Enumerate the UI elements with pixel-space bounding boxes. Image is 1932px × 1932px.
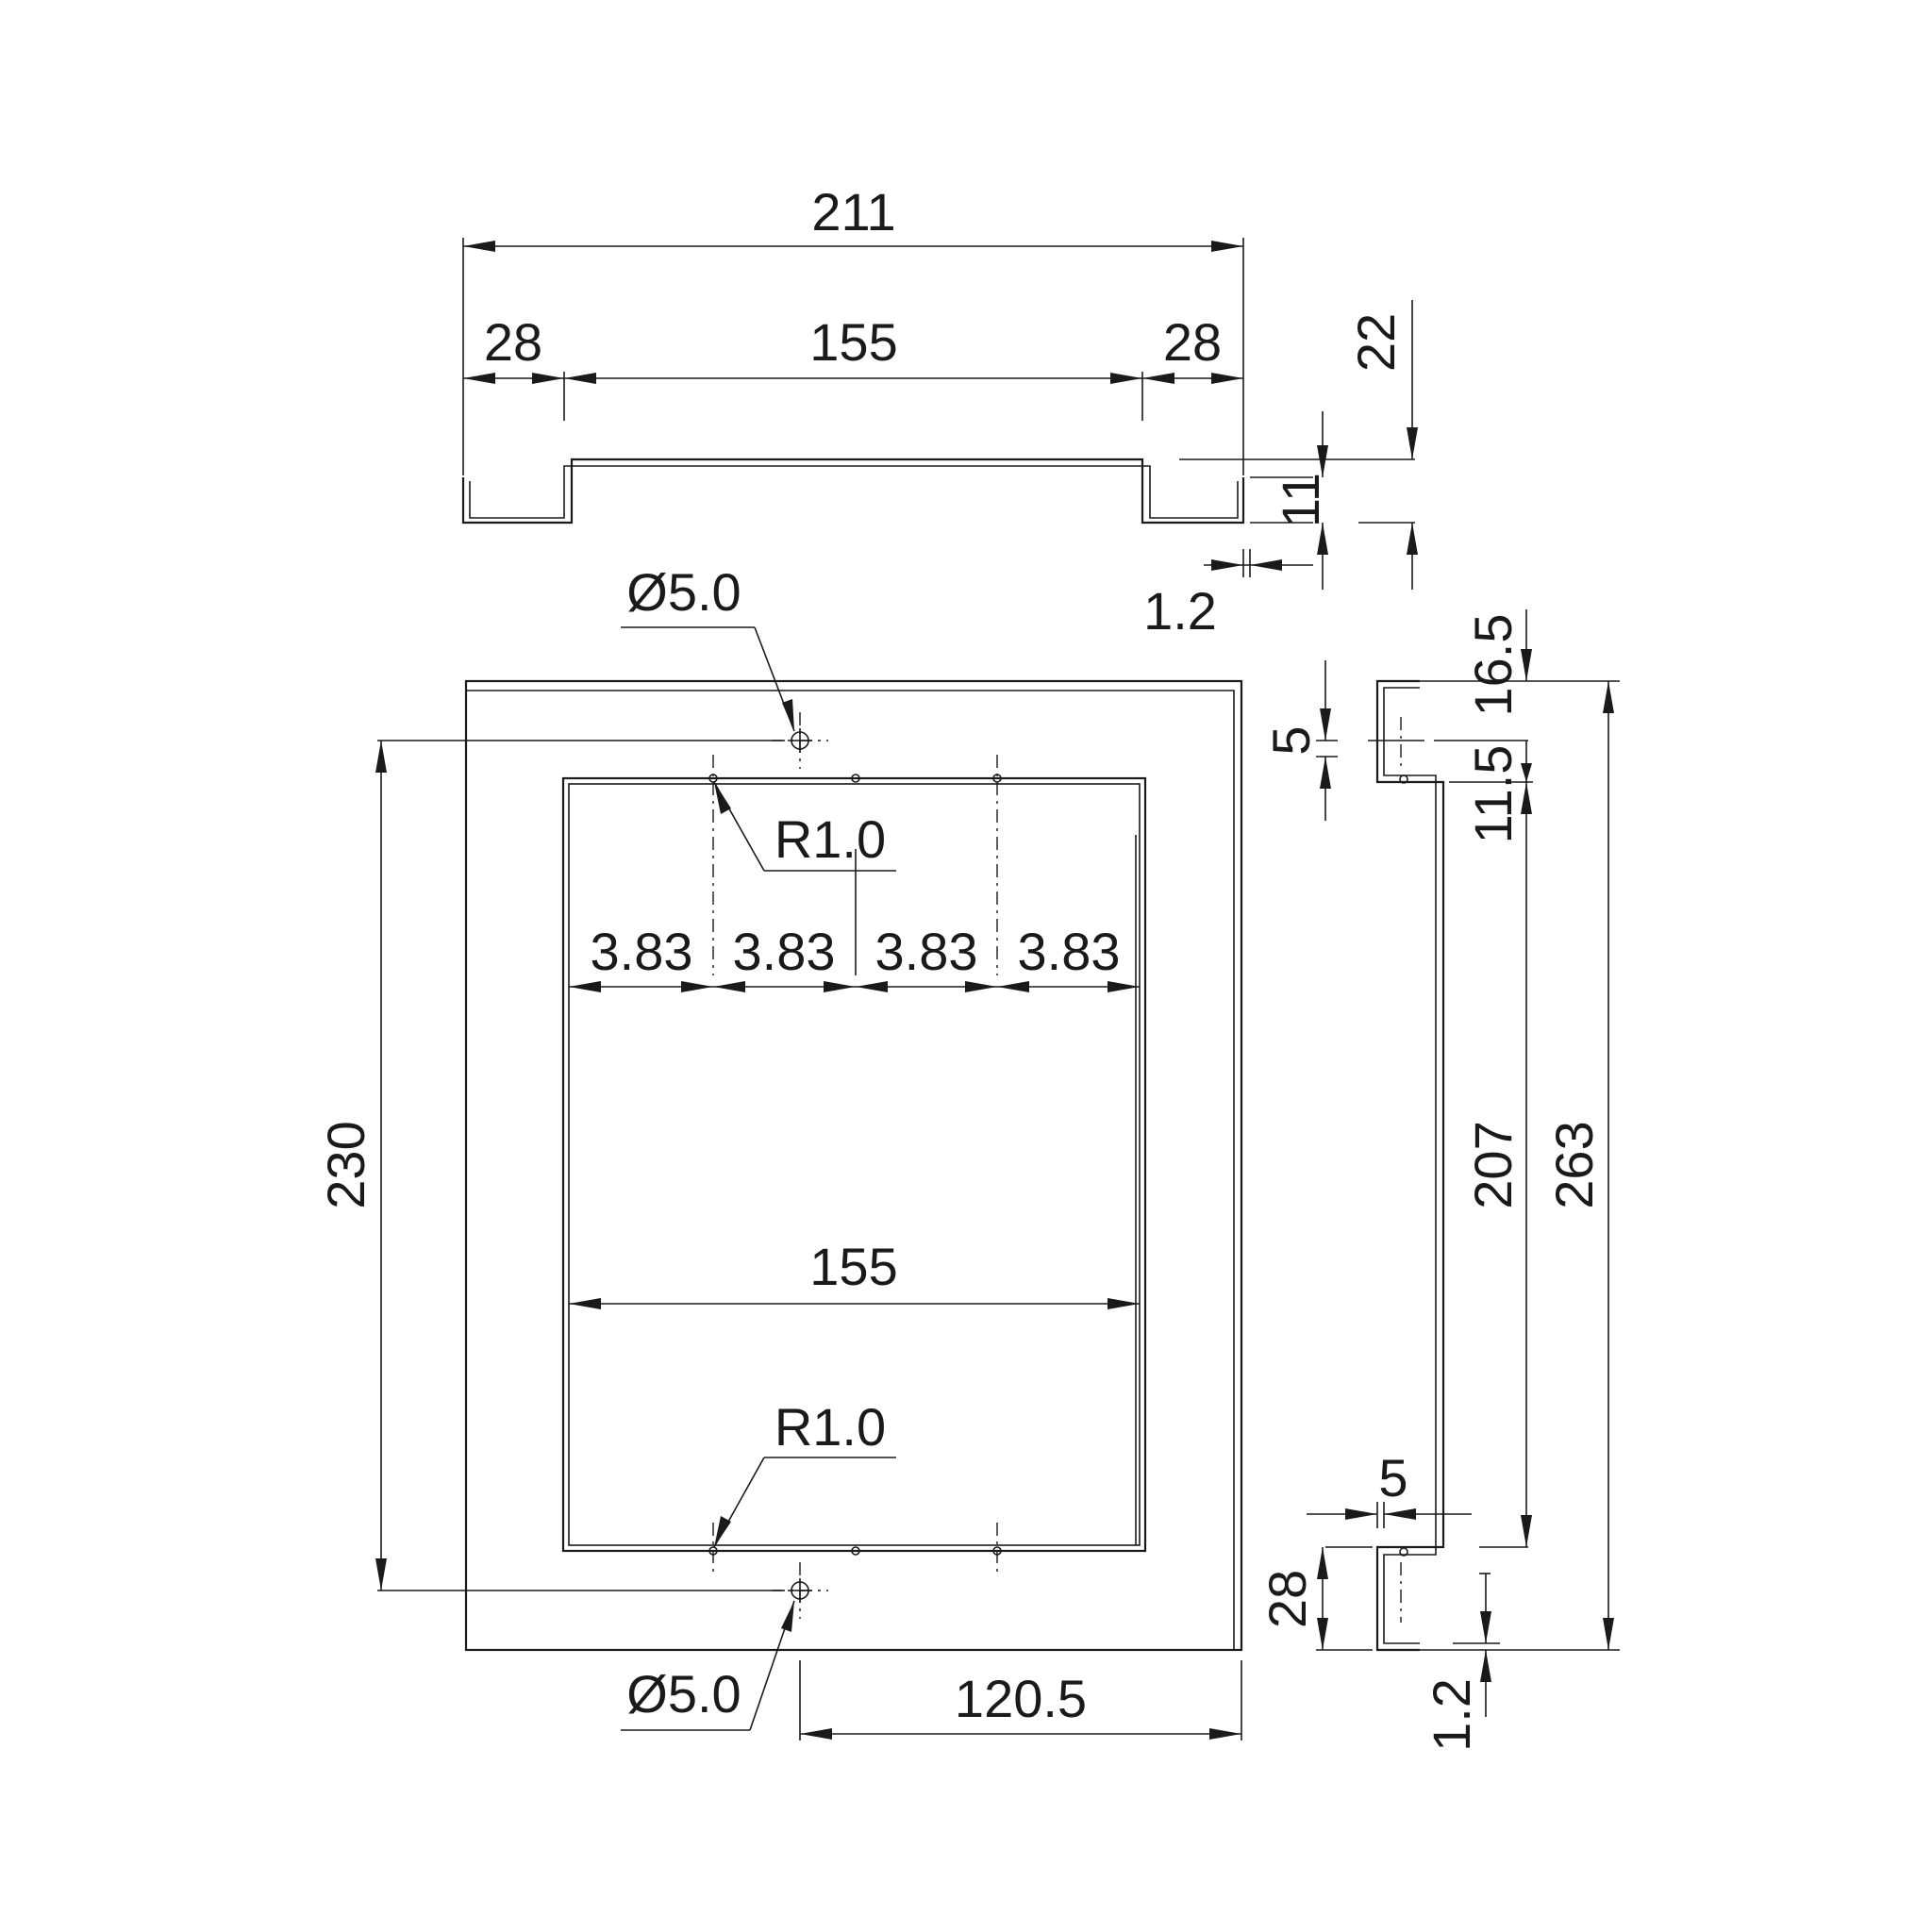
side-view-profile-inner [1383, 687, 1437, 1644]
front-view: Ø5.0 R1.0 3.83 3.83 3.83 3.83 155 R1.0 [316, 562, 1243, 1740]
dim-right-flange: 28 [1163, 312, 1222, 372]
dim-opening-width: 155 [809, 1237, 897, 1296]
dim-center-width: 155 [809, 312, 897, 372]
dim-hole-spacing: 230 [316, 1121, 375, 1208]
dim-slot-pitch-2: 3.83 [733, 922, 836, 981]
dim-lip-top: 11.5 [1463, 745, 1523, 844]
dim-top-offset: 16.5 [1463, 614, 1523, 717]
side-view: 16.5 5 11.5 207 263 5 [1257, 609, 1620, 1752]
dim-inner-height: 207 [1463, 1121, 1523, 1208]
dim-lip-width: 5 [1378, 1448, 1407, 1507]
dim-hole-offset: 120.5 [955, 1669, 1087, 1728]
front-view-outer-inner-edge [466, 690, 1235, 1650]
side-view-profile-outer [1375, 679, 1445, 1652]
front-view-outer-frame [464, 679, 1243, 1652]
dim-depth: 22 [1346, 313, 1406, 372]
dim-hole-edge: 5 [1261, 725, 1321, 755]
top-view-profile-outer [461, 458, 1245, 525]
dim-thickness-side: 1.2 [1422, 1678, 1481, 1752]
top-view-profile-inner [469, 465, 1239, 519]
dim-overall-width: 211 [811, 182, 895, 242]
dim-bottom-lip: 28 [1257, 1570, 1317, 1628]
label-hole-bottom: Ø5.0 [626, 1664, 741, 1724]
dim-thickness-top: 1.2 [1143, 581, 1217, 641]
dim-slot-pitch-3: 3.83 [875, 922, 978, 981]
label-radius-top: R1.0 [774, 809, 886, 869]
label-hole-top: Ø5.0 [626, 562, 741, 622]
front-view-opening [561, 776, 1147, 1553]
dim-slot-pitch-4: 3.83 [1018, 922, 1121, 981]
dim-left-flange: 28 [484, 312, 542, 372]
dim-overall-height: 263 [1544, 1121, 1604, 1208]
dim-slot-pitch-1: 3.83 [591, 922, 693, 981]
front-view-opening-inner-edge [568, 783, 1141, 1546]
label-radius-bottom: R1.0 [774, 1397, 886, 1457]
top-view: 211 28 155 28 22 11 1.2 [461, 182, 1418, 641]
dim-step: 11 [1271, 473, 1330, 527]
